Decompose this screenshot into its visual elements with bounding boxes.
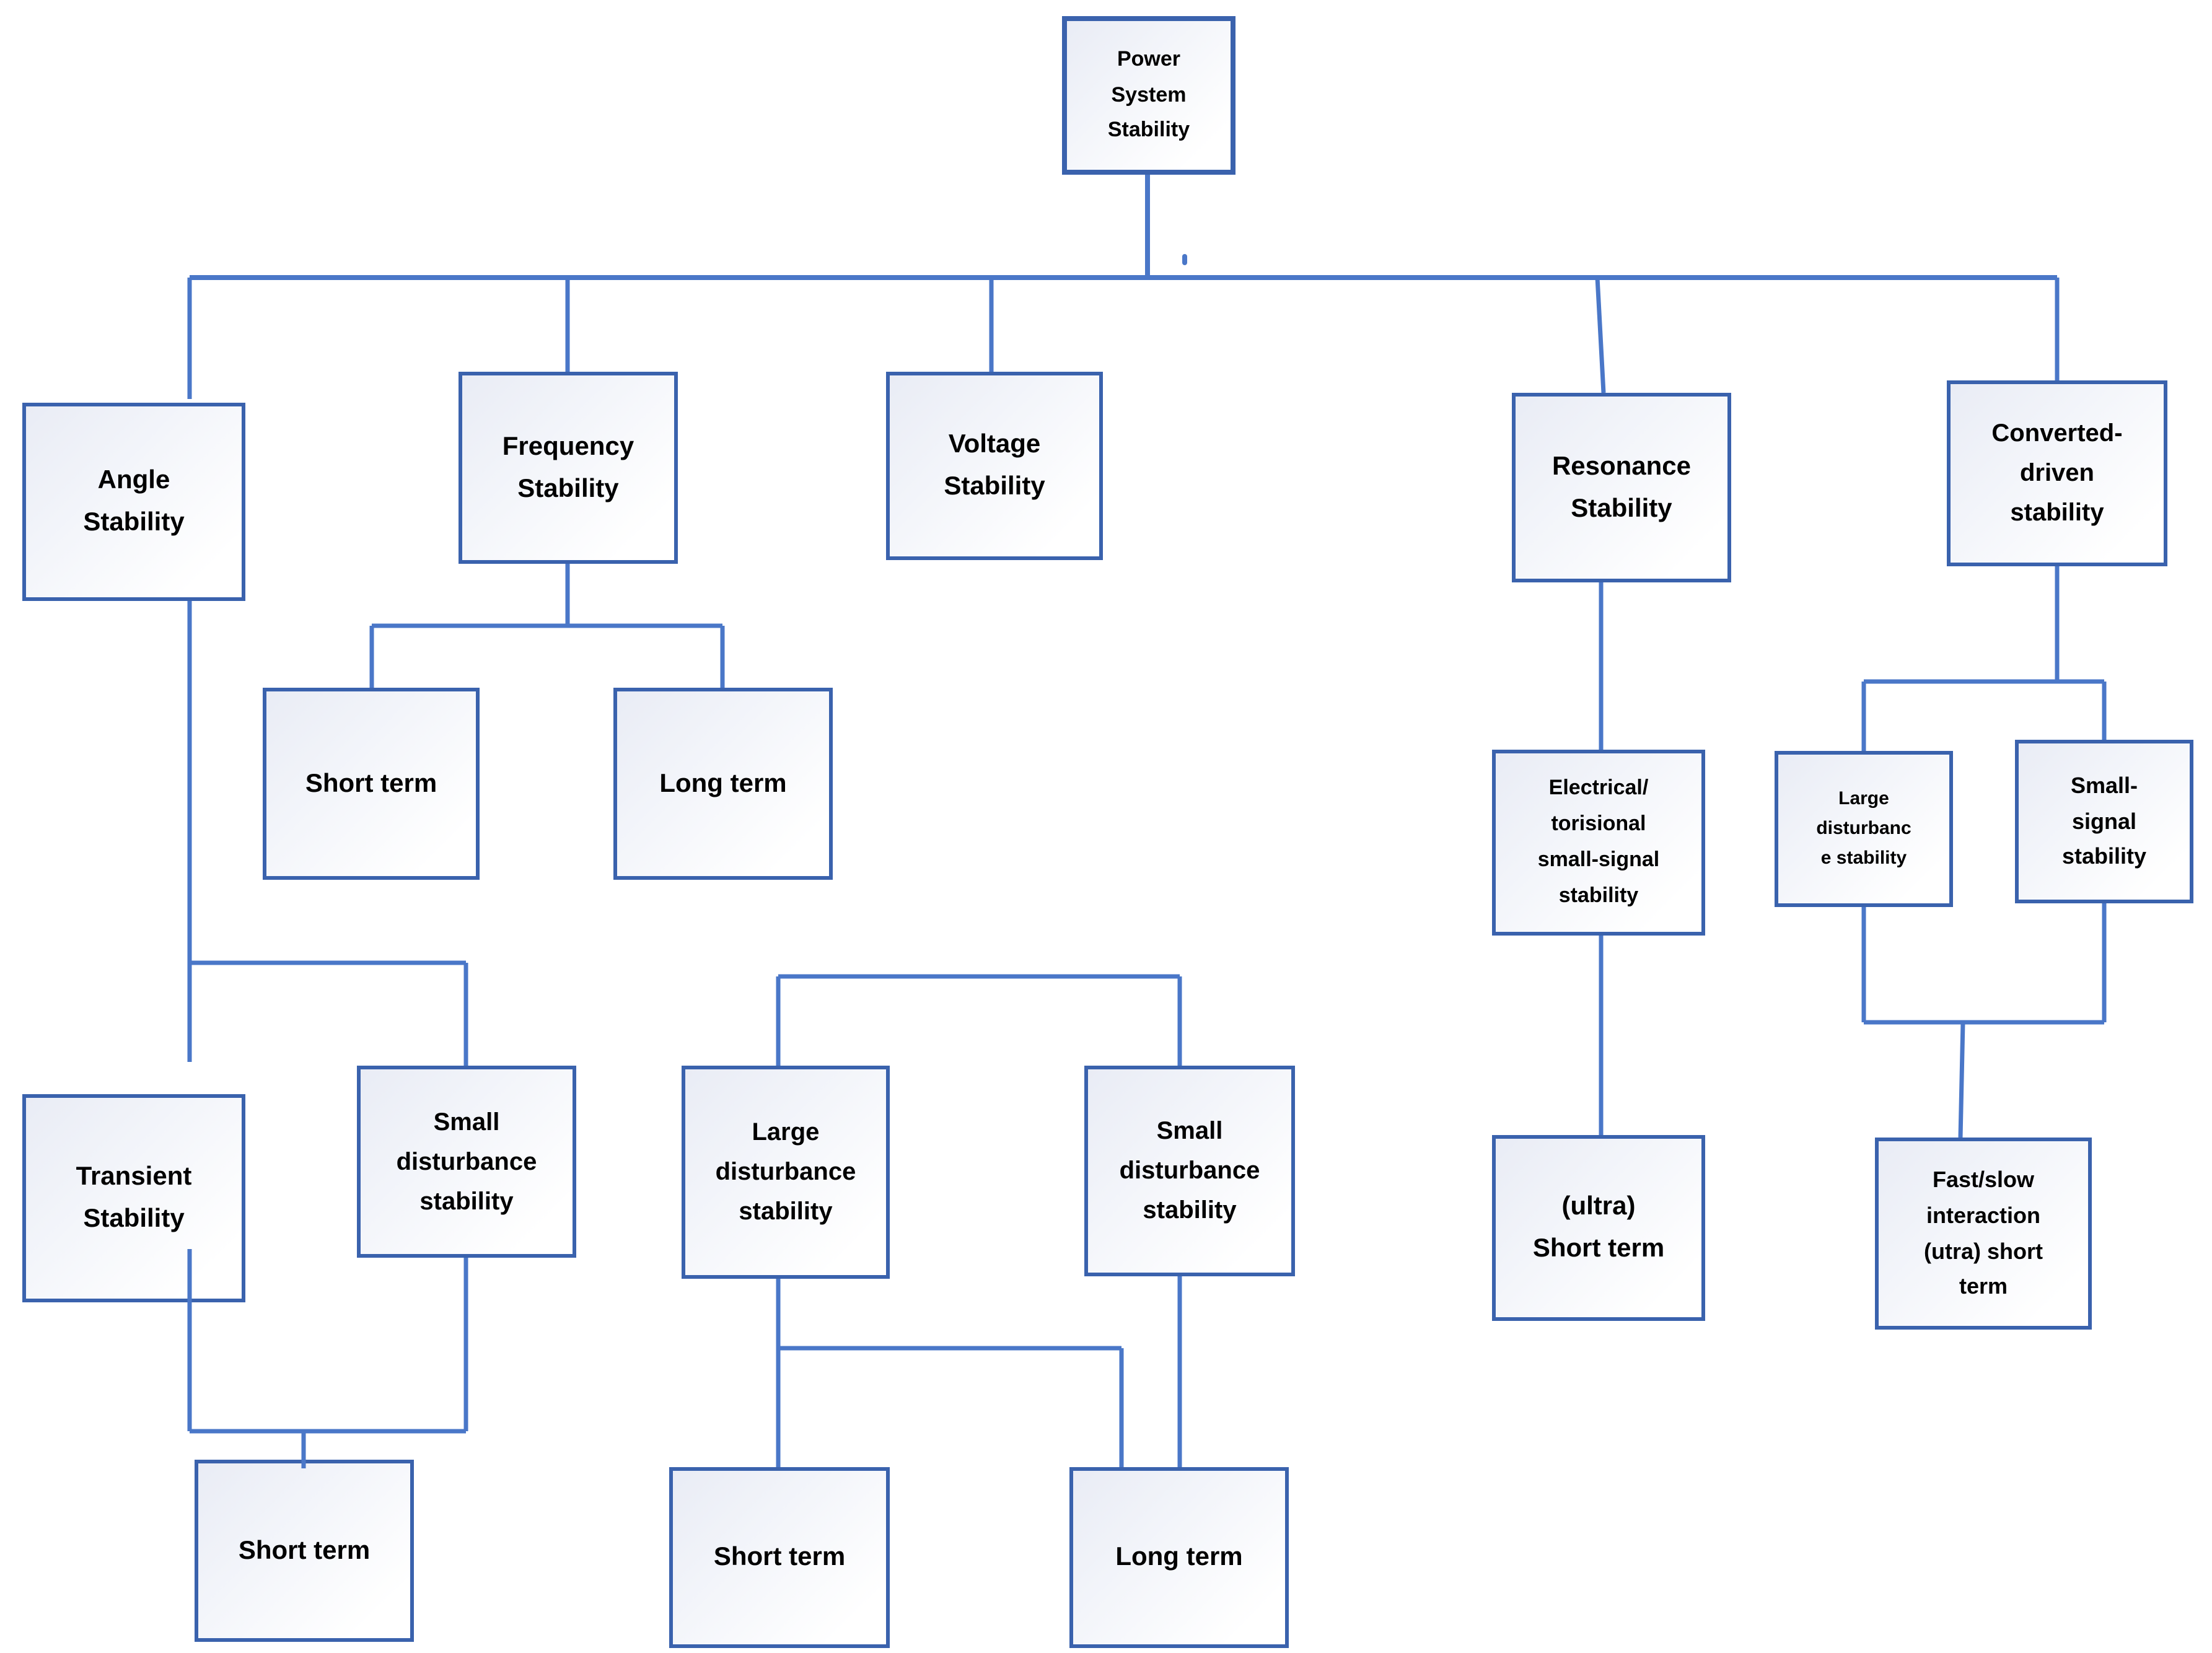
node-voltage-stability: Voltage Stability — [886, 372, 1103, 560]
node-converted-large-disturbance: Large disturbanc e stability — [1775, 751, 1953, 907]
node-fast-slow-interaction: Fast/slow interaction (utra) short term — [1875, 1138, 2092, 1330]
node-voltage-short-term: Short term — [669, 1467, 890, 1648]
node-converted-driven-stability: Converted- driven stability — [1947, 380, 2167, 566]
node-transient-short-term: Short term — [195, 1460, 414, 1642]
node-resonance-stability: Resonance Stability — [1512, 393, 1731, 582]
node-voltage-long-term: Long term — [1069, 1467, 1289, 1648]
edge-fastslow-drop — [1958, 1022, 1965, 1138]
node-angle-stability: Angle Stability — [22, 403, 245, 601]
node-transient-stability: Transient Stability — [22, 1094, 245, 1302]
node-power-system-stability: Power System Stability — [1062, 16, 1235, 175]
node-frequency-long-term: Long term — [613, 688, 833, 880]
node-voltage-large-disturbance: Large disturbance stability — [682, 1066, 890, 1279]
node-converted-small-signal: Small- signal stability — [2015, 740, 2193, 903]
node-angle-small-disturbance: Small disturbance stability — [357, 1066, 576, 1258]
node-voltage-small-disturbance: Small disturbance stability — [1084, 1066, 1295, 1276]
node-electrical-torisional-small-signal: Electrical/ torisional small-signal stab… — [1492, 750, 1705, 936]
node-frequency-short-term: Short term — [263, 688, 480, 880]
edge-drop-resonance — [1595, 277, 1606, 393]
node-frequency-stability: Frequency Stability — [459, 372, 678, 564]
node-resonance-ultra-short-term: (ultra) Short term — [1492, 1135, 1705, 1321]
